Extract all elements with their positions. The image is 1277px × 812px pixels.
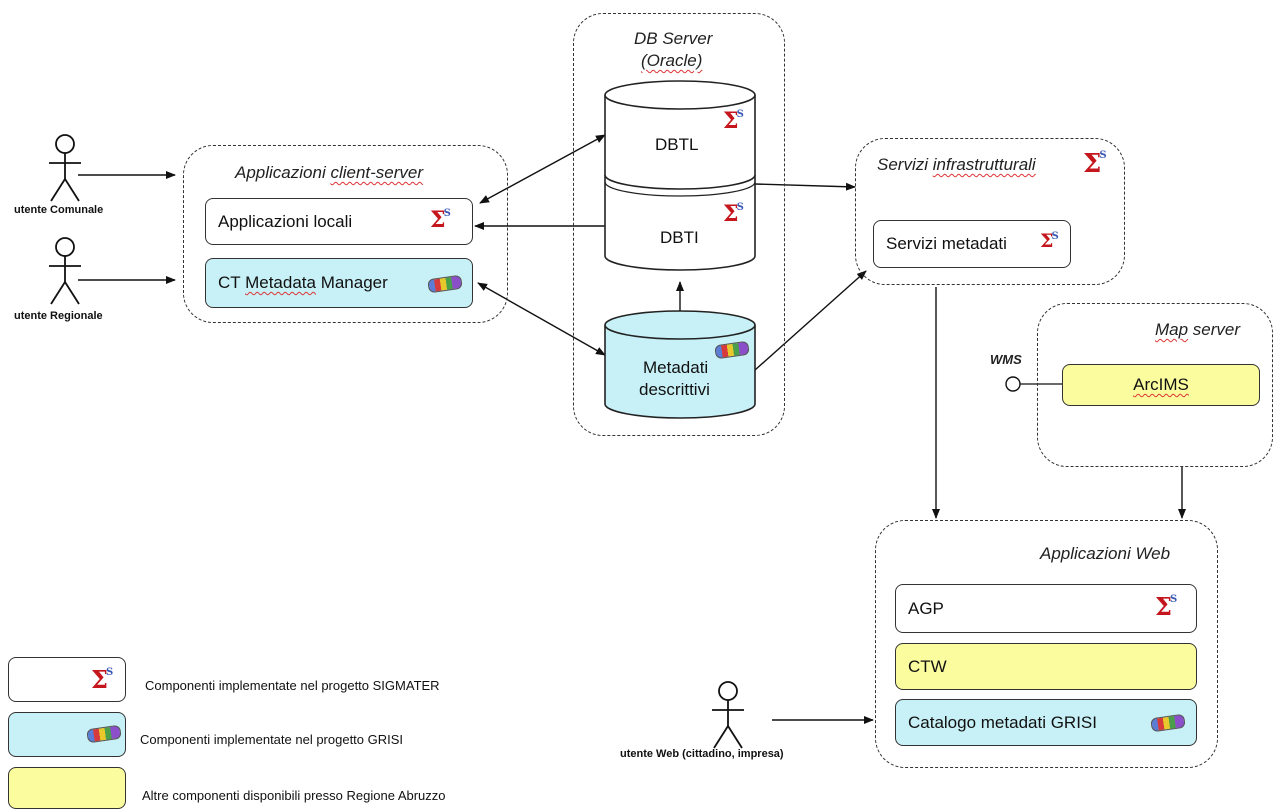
sigmater-logo-icon: ΣS xyxy=(430,207,451,233)
map-server-title-suffix: server xyxy=(1188,320,1241,339)
legend-altre-text: Altre componenti disponibili presso Regi… xyxy=(142,788,446,803)
ct-metadata-manager-box: CT Metadata Manager xyxy=(205,258,473,308)
servizi-group xyxy=(855,138,1125,285)
web-apps-title: Applicazioni Web xyxy=(1040,544,1171,563)
servizi-metadati-box: Servizi metadati ΣS xyxy=(873,220,1071,268)
servizi-title: Servizi infrastrutturali xyxy=(877,155,1036,175)
ctw-label: CTW xyxy=(908,656,947,676)
legend-grisi-text: Componenti implementate nel progetto GRI… xyxy=(140,732,404,747)
servizi-title-prefix: Servizi xyxy=(877,155,933,174)
agp-label: AGP xyxy=(908,598,944,618)
arrow-metadati-to-servizi xyxy=(754,270,867,371)
web-apps-group xyxy=(875,520,1218,768)
ct-prefix: CT xyxy=(218,273,246,292)
catalogo-grisi-icon xyxy=(1150,713,1186,733)
map-server-title: Map server xyxy=(1155,320,1240,340)
ct-manager-word: Manager xyxy=(315,273,388,292)
ct-metadata-word: Metadata xyxy=(245,273,316,292)
legend-grisi-swatch xyxy=(8,712,126,757)
arrow-dbtl-client xyxy=(479,134,606,204)
dbti-sigmater-icon: ΣS xyxy=(723,201,744,227)
agp-box: AGP ΣS xyxy=(895,584,1197,633)
map-server-title-prefix: Map xyxy=(1155,320,1189,339)
wms-interface-icon xyxy=(1005,376,1021,392)
applicazioni-locali-box: Applicazioni locali ΣS xyxy=(205,198,473,245)
db-server-title-line1: DB Server xyxy=(634,29,713,48)
legend-sigmater-icon: ΣS xyxy=(91,665,113,694)
ctw-box: CTW xyxy=(895,643,1197,690)
legend-altre-swatch xyxy=(8,767,126,809)
servizi-metadati-label: Servizi metadati xyxy=(886,234,1007,253)
client-server-group xyxy=(183,145,508,323)
dbtl-label: DBTL xyxy=(655,135,699,154)
db-server-title-line2-text: (Oracle) xyxy=(641,51,703,70)
servizi-metadati-sigmater-icon: ΣS xyxy=(1040,230,1059,252)
applicazioni-locali-label: Applicazioni locali xyxy=(218,211,353,231)
map-server-group xyxy=(1037,303,1273,467)
servizi-sigmater-icon: ΣS xyxy=(1083,149,1107,179)
legend-grisi-icon xyxy=(86,724,122,744)
servizi-title-suffix: infrastrutturali xyxy=(932,155,1036,174)
actor-web-icon xyxy=(712,681,744,749)
arcims-box: ArcIMS xyxy=(1062,364,1260,406)
db-server-group xyxy=(573,13,785,436)
catalogo-box: Catalogo metadati GRISI xyxy=(895,699,1197,746)
client-server-title-suffix: client-server xyxy=(330,163,424,182)
client-server-title-prefix: Applicazioni xyxy=(235,163,331,182)
wms-label: WMS xyxy=(990,352,1022,367)
actor-comunale-icon xyxy=(49,134,81,202)
grisi-logo-icon xyxy=(427,274,463,294)
agp-sigmater-icon: ΣS xyxy=(1155,592,1177,621)
dbti-label: DBTI xyxy=(660,228,699,247)
arrow-db-to-servizi xyxy=(754,182,856,191)
client-server-title: Applicazioni client-server xyxy=(235,163,423,183)
metadati-label-line2: descrittivi xyxy=(639,380,710,399)
arcims-label: ArcIMS xyxy=(1133,375,1189,394)
actor-regionale-icon xyxy=(49,237,81,305)
actor-comunale-label: utente Comunale xyxy=(14,204,104,216)
actor-regionale-label: utente Regionale xyxy=(14,310,103,322)
catalogo-label: Catalogo metadati GRISI xyxy=(908,712,1097,732)
metadati-label-line1: Metadati xyxy=(643,358,709,377)
dbtl-sigmater-icon: ΣS xyxy=(723,108,744,134)
legend-sigmater-swatch: ΣS xyxy=(8,657,126,702)
db-server-title-line2: (Oracle) xyxy=(641,51,702,71)
legend-sigmater-text: Componenti implementate nel progetto SIG… xyxy=(145,678,440,693)
actor-web-label: utente Web (cittadino, impresa) xyxy=(620,748,784,760)
ct-metadata-manager-label: CT Metadata Manager xyxy=(218,273,388,293)
